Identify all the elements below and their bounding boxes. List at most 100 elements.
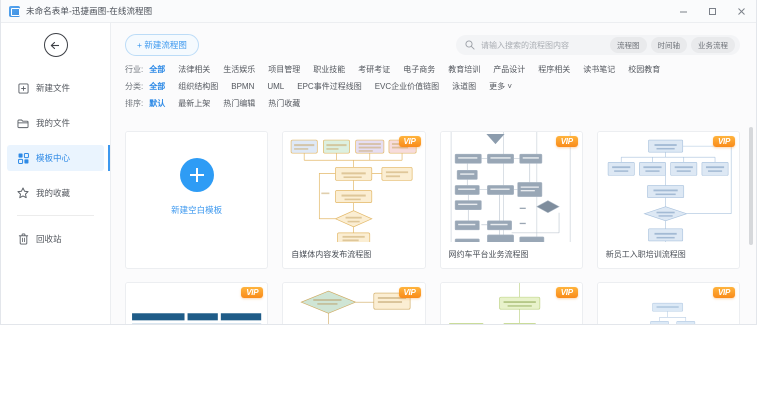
template-card[interactable]: VIP [282, 282, 426, 324]
filter-option[interactable]: 产品设计 [493, 65, 526, 74]
hot-tag[interactable]: 时间轴 [650, 37, 687, 53]
template-thumbnail: VIP [440, 283, 582, 324]
template-card[interactable]: VIP [596, 131, 740, 269]
filter-label: 分类: [125, 82, 144, 91]
sidebar-item-label: 模板中心 [36, 153, 71, 163]
template-thumbnail: VIP [440, 132, 582, 242]
template-card[interactable]: VIP [439, 131, 583, 269]
maximize-button[interactable] [698, 0, 727, 23]
vip-badge: VIP [713, 287, 735, 298]
main-content: + 新建流程图 流程图 时间轴 业务流程 [111, 23, 756, 324]
window-body: 新建文件 我的文件 [1, 23, 756, 324]
vip-badge: VIP [555, 136, 578, 147]
sidebar-item-recycle-bin[interactable]: 回收站 [7, 226, 104, 252]
trash-icon [17, 233, 29, 245]
search-icon [465, 40, 475, 50]
title-bar: 未命名表单-迅捷画图-在线流程图 [1, 0, 756, 23]
sidebar-item-template-center[interactable]: 模板中心 [7, 145, 110, 171]
filter-row-category: 分类: 全部 组织结构图 BPMN UML EPC事件过程线图 EVC企业价值链… [125, 81, 740, 92]
search-input[interactable] [481, 40, 610, 50]
template-card-title: 自媒体内容发布流程图 [291, 250, 372, 259]
window-controls [669, 0, 756, 23]
filter-option[interactable]: 电子商务 [403, 65, 436, 74]
template-thumbnail: VIP [283, 283, 425, 324]
filter-row-sort: 排序: 默认 最新上架 热门编辑 热门收藏 [125, 98, 740, 109]
vip-badge: VIP [398, 136, 421, 147]
filter-option[interactable]: 生活娱乐 [223, 65, 256, 74]
template-card-title: 新建空白模板 [171, 205, 223, 215]
blank-template-body: 新建空白模板 [126, 132, 267, 242]
filter-label: 排序: [125, 99, 144, 108]
hot-tag[interactable]: 流程图 [610, 37, 647, 53]
filter-option[interactable]: 校园教育 [628, 65, 661, 74]
sidebar-item-label: 我的文件 [36, 118, 71, 128]
star-icon [17, 187, 29, 199]
filter-row-industry: 行业: 全部 法律相关 生活娱乐 项目管理 职业技能 考研考证 电子商务 教育培… [125, 64, 740, 75]
sidebar: 新建文件 我的文件 [1, 23, 111, 324]
vertical-scrollbar[interactable] [749, 127, 753, 245]
template-card[interactable]: VIP [125, 282, 269, 324]
filter-option[interactable]: 热门编辑 [223, 99, 256, 108]
new-flowchart-button[interactable]: + 新建流程图 [125, 34, 199, 56]
filter-option[interactable]: 全部 [149, 65, 166, 74]
app-logo-icon [9, 5, 20, 17]
filter-option[interactable]: EVC企业价值链图 [374, 82, 440, 91]
vip-badge: VIP [398, 287, 421, 298]
template-grid: 新建空白模板 VIP [125, 131, 740, 324]
search-bar[interactable]: 流程图 时间轴 业务流程 [456, 35, 740, 55]
filter-option[interactable]: 泳道图 [452, 82, 477, 91]
filter-option[interactable]: 全部 [149, 82, 166, 91]
filter-option[interactable]: UML [267, 82, 285, 91]
sidebar-item-label: 新建文件 [36, 83, 71, 93]
template-thumbnail: VIP [597, 283, 739, 324]
filter-option[interactable]: 热门收藏 [268, 99, 301, 108]
filter-option[interactable]: 程序相关 [538, 65, 571, 74]
template-card[interactable]: VIP [282, 131, 426, 269]
filter-option[interactable]: 项目管理 [268, 65, 301, 74]
back-button[interactable] [43, 33, 68, 57]
close-button[interactable] [727, 0, 756, 23]
grid-icon [17, 152, 29, 164]
sidebar-item-my-favorites[interactable]: 我的收藏 [7, 180, 104, 206]
hot-tag[interactable]: 业务流程 [691, 37, 735, 53]
template-thumbnail: VIP [597, 132, 739, 242]
vip-badge: VIP [713, 136, 735, 147]
folder-icon [17, 117, 29, 129]
filter-option[interactable]: 默认 [149, 99, 166, 108]
vip-badge: VIP [241, 287, 264, 298]
template-card-title: 网约车平台业务流程图 [448, 250, 529, 259]
sidebar-item-my-files[interactable]: 我的文件 [7, 110, 104, 136]
filter-option[interactable]: 职业技能 [313, 65, 346, 74]
template-card[interactable]: VIP [596, 282, 740, 324]
filter-option[interactable]: 考研考证 [358, 65, 391, 74]
filter-option[interactable]: 读书笔记 [583, 65, 616, 74]
toolbar: + 新建流程图 流程图 时间轴 业务流程 [125, 23, 740, 59]
sidebar-item-label: 我的收藏 [36, 188, 71, 198]
filter-panel: 行业: 全部 法律相关 生活娱乐 项目管理 职业技能 考研考证 电子商务 教育培… [125, 59, 740, 109]
filter-more-button[interactable]: 更多 ˅ [489, 82, 513, 91]
sidebar-nav: 新建文件 我的文件 [1, 75, 110, 252]
sidebar-item-new-file[interactable]: 新建文件 [7, 75, 104, 101]
app-window: 未命名表单-迅捷画图-在线流程图 [0, 0, 757, 325]
template-card[interactable]: VIP [439, 282, 583, 324]
filter-option[interactable]: BPMN [231, 82, 255, 91]
filter-option[interactable]: 组织结构图 [178, 82, 219, 91]
template-card-title: 新员工入职培训流程图 [605, 250, 686, 259]
plus-icon [179, 158, 214, 192]
template-thumbnail: 新建空白模板 [126, 132, 268, 242]
template-thumbnail: VIP [283, 132, 425, 242]
filter-option[interactable]: EPC事件过程线图 [297, 82, 362, 91]
filter-option[interactable]: 法律相关 [178, 65, 211, 74]
template-grid-wrap: 新建空白模板 VIP [125, 131, 740, 324]
window-title: 未命名表单-迅捷画图-在线流程图 [26, 6, 153, 16]
filter-option[interactable]: 教育培训 [448, 65, 481, 74]
minimize-button[interactable] [669, 0, 698, 23]
filter-option[interactable]: 最新上架 [178, 99, 211, 108]
template-thumbnail: VIP [126, 283, 268, 324]
filter-label: 行业: [125, 65, 144, 74]
vip-badge: VIP [555, 287, 578, 298]
template-card-blank[interactable]: 新建空白模板 [125, 131, 269, 269]
sidebar-item-label: 回收站 [36, 234, 62, 244]
back-button-wrap [1, 33, 110, 57]
new-file-icon [17, 82, 29, 94]
